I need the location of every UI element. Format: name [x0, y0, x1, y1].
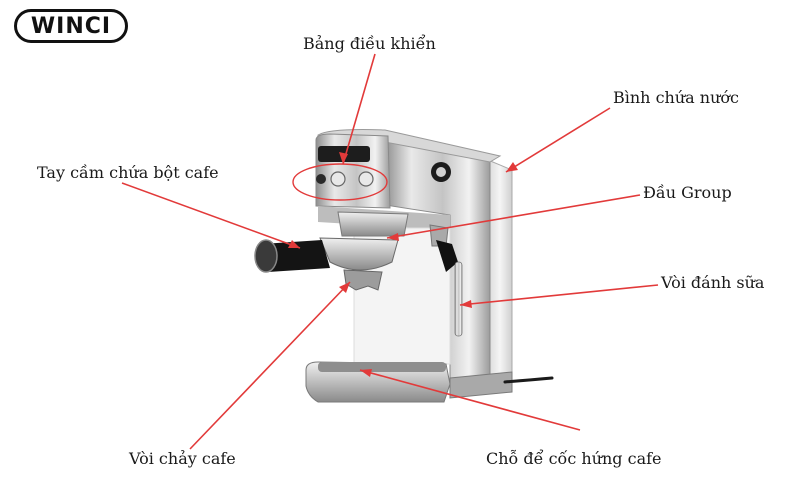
- arrowhead-water-tank: [506, 162, 518, 172]
- steam-wand-pipe: [454, 261, 463, 337]
- group-head: [337, 211, 409, 237]
- portafilter-basket: [319, 237, 399, 271]
- label-control-panel: Bảng điều khiển: [303, 34, 436, 53]
- callout-arrowheads: [288, 152, 518, 377]
- label-group-head: Đầu Group: [643, 183, 732, 202]
- arrowhead-control-panel: [339, 152, 348, 164]
- button-single: [330, 171, 346, 187]
- espresso-machine: [254, 129, 554, 403]
- coffee-spout: [343, 269, 383, 291]
- control-panel-highlight: [292, 163, 388, 201]
- drip-tray-grate: [318, 362, 446, 372]
- machine-base: [449, 371, 513, 399]
- arrowhead-cup-tray: [360, 369, 372, 377]
- arrowhead-coffee-spout: [339, 282, 350, 293]
- arrowhead-group-head: [387, 233, 399, 241]
- brand-logo: WINCI: [14, 9, 128, 43]
- callout-line-water-tank: [505, 107, 611, 173]
- handle-end-cap: [254, 239, 278, 273]
- steam-knob-ring: [436, 167, 446, 177]
- callout-line-cup-tray: [359, 369, 581, 431]
- water-tank: [487, 159, 513, 379]
- callout-line-steam-wand: [459, 284, 659, 306]
- label-coffee-spout: Vòi chảy cafe: [129, 449, 236, 468]
- arrowhead-steam-wand: [460, 300, 472, 308]
- callout-lines: [121, 53, 659, 450]
- callout-line-control-panel: [342, 53, 376, 165]
- front-panel: [315, 133, 391, 209]
- arrowhead-portafilter: [288, 240, 300, 248]
- label-steam-wand: Vòi đánh sữa: [661, 273, 765, 292]
- button-double: [358, 171, 374, 187]
- callout-line-group-head: [386, 194, 641, 239]
- power-cable: [503, 376, 554, 384]
- steam-wand-lever: [436, 240, 458, 272]
- callout-line-portafilter: [121, 182, 301, 249]
- label-cup-tray: Chỗ để cốc hứng cafe: [486, 449, 662, 468]
- button-power: [316, 174, 326, 184]
- callout-line-coffee-spout: [189, 281, 351, 450]
- brand-logo-text: WINCI: [30, 13, 112, 39]
- label-portafilter: Tay cầm chứa bột cafe: [37, 163, 219, 182]
- label-water-tank: Bình chứa nước: [613, 88, 739, 107]
